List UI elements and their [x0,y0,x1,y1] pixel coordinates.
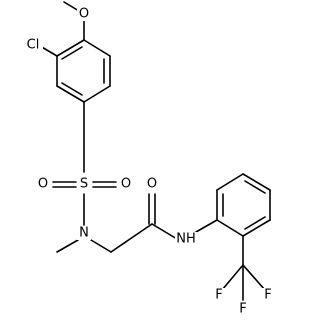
atom-o-methoxy: O [79,7,89,22]
atom-f-1: F [215,288,222,303]
bond-ringA-4 [83,85,111,103]
bond-c-f1 [221,264,244,291]
atom-f-2: F [264,288,271,303]
bond-ringA-3 [56,85,85,103]
bond-ringB-3 [242,173,271,191]
bond-ringA-1-inner [61,46,83,60]
atom-o-carbonyl: O [147,177,157,192]
atom-s: S [80,177,88,192]
bond-ringB-5-inner [244,216,266,230]
bond-n-methyl [56,239,79,253]
bond-ringA-1 [56,39,85,57]
bond-ringB-6 [216,219,244,237]
atom-o-sulfonyl-left: O [38,177,48,192]
bond-ringA-3-inner [61,82,83,96]
bond-ch2-carbonyl [110,223,153,253]
bond-ringB-3-inner [244,180,266,194]
bond-c-nh [151,223,178,240]
bond-nh-ring [195,219,218,233]
molecule-structure: O Cl S O O N O NH F F F [23,1,275,317]
bond-ringB-2 [216,173,244,191]
atom-nh-amide: NH [176,232,196,247]
atom-cl: Cl [27,38,40,53]
bond-ringB-5 [242,219,271,237]
bond-n-ch2 [90,239,112,253]
atom-o-sulfonyl-right: O [121,177,131,192]
bond-c-f2 [242,264,266,291]
atom-f-3: F [239,302,246,317]
bonds [39,1,271,301]
atom-labels: O Cl S O O N O NH F F F [23,7,275,317]
atom-n-sulfonamide: N [79,226,89,241]
bond-ringA-6 [83,39,111,57]
